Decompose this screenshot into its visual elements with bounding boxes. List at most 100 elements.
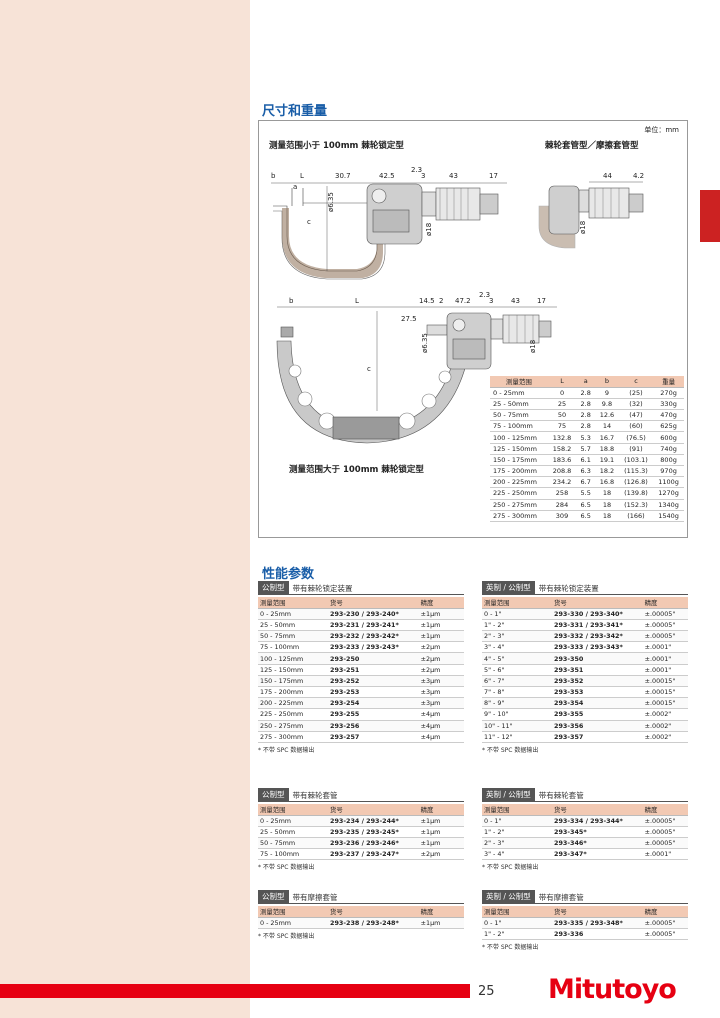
table-cell: (115.3) (618, 465, 654, 478)
table-cell: 1540g (653, 510, 684, 522)
part-number: 293-333 / 293-343* (552, 641, 643, 654)
part-number: 293-345* (552, 826, 643, 839)
range-cell: 125 - 150mm (258, 664, 329, 676)
range-cell: 175 - 200mm (258, 686, 329, 699)
table-cell: 600g (653, 431, 684, 444)
dim-label-17: 17 (489, 172, 498, 180)
table-cell: 0 (547, 387, 577, 399)
caption-small-range: 测量范围小于 100mm 棘轮锁定型 (269, 141, 404, 151)
accuracy-cell: ±.00005" (642, 928, 688, 941)
part-number: 293-252 (328, 675, 419, 688)
table-row: 11" - 12"293-357±.0002" (482, 731, 688, 743)
table-cell: (60) (618, 420, 654, 433)
range-cell: 6" - 7" (482, 675, 553, 688)
perf-table-header: 精度 (642, 804, 688, 816)
table-cell: 234.2 (547, 476, 577, 489)
type-description: 带有摩擦套管 (292, 893, 338, 902)
part-number: 293-235 / 293-245* (328, 826, 419, 839)
page-number: 25 (478, 984, 495, 999)
range-cell: 150 - 175mm (258, 675, 329, 688)
table-cell: 75 (547, 420, 577, 433)
range-cell: 1" - 2" (482, 928, 553, 941)
dim-label-43: 43 (449, 172, 458, 180)
dim-label-L: L (300, 172, 304, 180)
type-description: 带有棘轮锁定装置 (292, 584, 353, 593)
table-cell: 158.2 (547, 443, 577, 455)
perf-table-header: 精度 (418, 597, 464, 609)
micrometer-drawing-sleeve: 44 4.2 ø18 (538, 172, 644, 249)
table-cell: 150 - 175mm (490, 454, 548, 467)
range-cell: 200 - 225mm (258, 697, 329, 710)
table-cell: 19.1 (595, 454, 619, 467)
part-number: 293-352 (552, 675, 643, 688)
table-row: 5" - 6"293-351±.0001" (482, 664, 688, 676)
perf-table-header: 测量范围 (482, 804, 553, 816)
dim-label-4-2: 4.2 (633, 172, 644, 180)
type-badge: 公制型 (258, 890, 289, 903)
table-row: 6" - 7"293-352±.00015" (482, 675, 688, 688)
table-cell: 625g (653, 420, 684, 433)
part-number: 293-350 (552, 652, 643, 665)
table-cell: (126.8) (618, 476, 654, 489)
accuracy-cell: ±1μm (418, 608, 464, 620)
part-number: 293-256 (328, 720, 419, 732)
footnote: * 不带 SPC 数据输出 (482, 864, 539, 872)
accuracy-cell: ±4μm (418, 720, 464, 732)
table-row: 10" - 11"293-356±.0002" (482, 720, 688, 732)
block-header: 英制 / 公制型带有棘轮锁定装置 (482, 581, 688, 595)
type-description: 带有棘轮锁定装置 (538, 584, 599, 593)
type-badge: 英制 / 公制型 (482, 581, 535, 594)
table-cell: 6.5 (576, 499, 596, 511)
accuracy-cell: ±.00005" (642, 837, 688, 850)
dim-label-42-5: 42.5 (379, 172, 395, 180)
table-cell: 25 - 50mm (490, 398, 548, 411)
perf-table-header: 测量范围 (482, 906, 553, 918)
dim-label-d635-large: ø6.35 (421, 333, 429, 353)
table-row: 2" - 3"293-346*±.00005" (482, 837, 688, 850)
dim-label-2: 2 (439, 297, 443, 305)
unit-label: 单位：mm (644, 126, 679, 134)
section-title-dimensions: 尺寸和重量 (262, 104, 328, 119)
range-cell: 2" - 3" (482, 630, 553, 643)
part-number: 293-234 / 293-244* (328, 815, 419, 827)
dim-label-d18-sleeve: ø18 (579, 221, 587, 234)
caption-large-range: 测量范围大于 100mm 棘轮锁定型 (289, 465, 424, 475)
part-number: 293-238 / 293-248* (328, 917, 419, 929)
dim-label-d18-large: ø18 (529, 340, 537, 353)
accuracy-cell: ±2μm (418, 664, 464, 676)
dim-label-b-large: b (289, 297, 294, 305)
caption-sleeve-type: 棘轮套管型／摩擦套管型 (545, 141, 639, 151)
accuracy-cell: ±1μm (418, 837, 464, 850)
part-number: 293-254 (328, 697, 419, 710)
perf-table-header: 货号 (328, 906, 419, 918)
dim-label-2-3-large: 2.3 (479, 291, 490, 299)
table-cell: 25 (547, 398, 577, 411)
dim-label-b: b (271, 172, 276, 180)
range-cell: 2" - 3" (482, 837, 553, 850)
table-row: 3" - 4"293-333 / 293-343*±.0001" (482, 641, 688, 654)
accuracy-cell: ±1μm (418, 619, 464, 632)
perf-table-header: 货号 (552, 804, 643, 816)
section-tab-marker (700, 190, 720, 242)
part-number: 293-233 / 293-243* (328, 641, 419, 654)
table-cell: 2.8 (576, 420, 596, 433)
part-number: 293-231 / 293-241* (328, 619, 419, 632)
table-row: 1" - 2"293-336±.00005" (482, 928, 688, 941)
